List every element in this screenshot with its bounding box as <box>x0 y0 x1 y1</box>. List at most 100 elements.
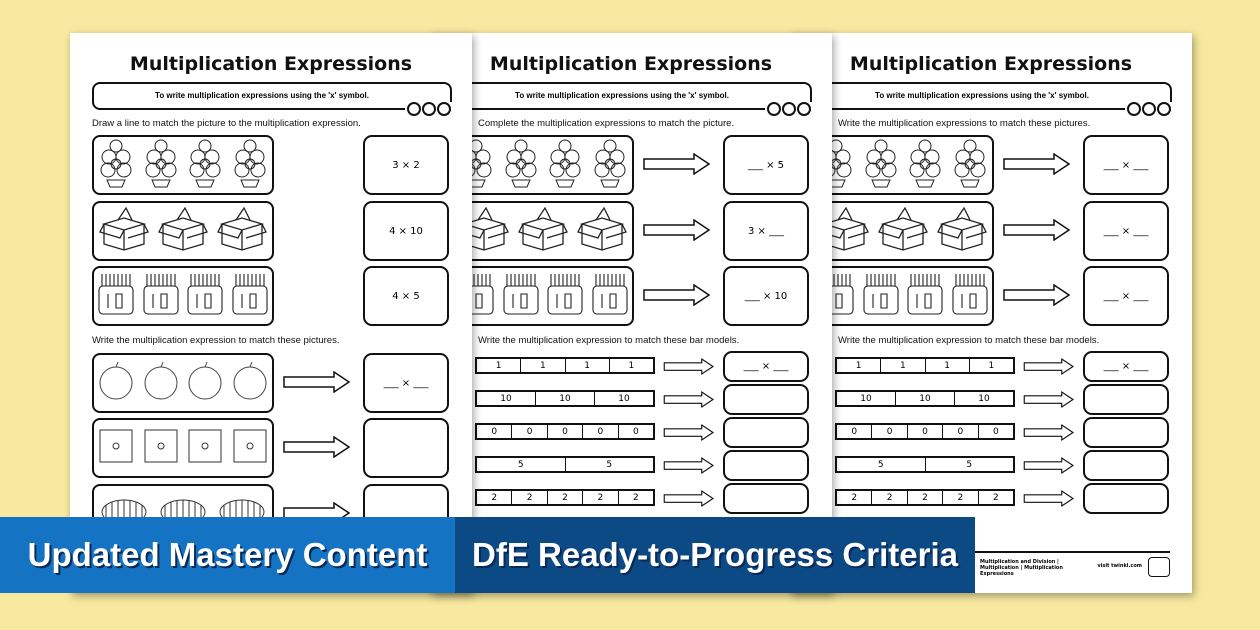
progress-circles-icon <box>405 102 453 116</box>
answer-box[interactable]: ___ × ___ <box>1083 266 1169 326</box>
arrow-icon <box>283 370 351 397</box>
flower-pot-icon <box>233 138 267 192</box>
picture-box <box>812 201 994 261</box>
progress-circles-icon <box>765 102 813 116</box>
answer-box[interactable]: ___ × ___ <box>1083 135 1169 195</box>
flower-pot-icon <box>864 138 898 192</box>
section-instruction: Write the multiplication expression to m… <box>92 335 340 346</box>
bar-cell: 1 <box>924 359 969 372</box>
answer-box[interactable] <box>363 418 449 478</box>
answer-box[interactable]: 4 × 5 <box>363 266 449 326</box>
arrow-icon <box>1023 489 1075 510</box>
bar-cell: 2 <box>491 493 498 503</box>
bar-cell: 10 <box>535 392 594 405</box>
answer-box[interactable]: 4 × 10 <box>363 201 449 261</box>
bar-cell: 0 <box>546 425 582 438</box>
picture-box <box>92 418 274 478</box>
answer-box[interactable] <box>1083 384 1169 415</box>
counter-square-icon <box>232 428 268 468</box>
answer-box[interactable]: ___ × ___ <box>723 351 809 382</box>
flower-pot-icon <box>548 138 582 192</box>
flower-pot-icon <box>593 138 627 192</box>
bar-cell: 2 <box>942 491 977 504</box>
answer-box[interactable]: 3 × ___ <box>723 201 809 261</box>
party-box-icon <box>576 206 628 256</box>
bar-cell: 10 <box>594 392 653 405</box>
banner-dfe-criteria: DfE Ready-to-Progress Criteria <box>455 517 975 593</box>
learning-objective-text: To write multiplication expressions usin… <box>515 91 729 100</box>
picture-box <box>92 266 274 326</box>
bar-cell: 1 <box>968 359 1013 372</box>
footer-site: visit twinkl.com <box>1097 563 1142 569</box>
answer-box[interactable]: ___ × 5 <box>723 135 809 195</box>
bar-cell: 10 <box>500 394 512 404</box>
answer-box[interactable]: ___ × ___ <box>1083 351 1169 382</box>
party-box-icon <box>936 206 988 256</box>
picture-box <box>92 353 274 413</box>
learning-objective: To write multiplication expressions usin… <box>92 82 453 116</box>
flower-pot-icon <box>953 138 987 192</box>
picture-box <box>812 135 994 195</box>
learning-objective: To write multiplication expressions usin… <box>452 82 813 116</box>
answer-box[interactable] <box>1083 483 1169 514</box>
bar-cell: 0 <box>906 425 942 438</box>
picture-box <box>452 135 634 195</box>
bar-cell: 2 <box>977 491 1013 504</box>
birthday-cake-icon <box>590 270 630 322</box>
counter-square-icon <box>98 428 134 468</box>
arrow-icon <box>1003 152 1071 179</box>
bar-cell: 5 <box>564 458 654 471</box>
answer-box[interactable] <box>723 483 809 514</box>
arrow-icon <box>1023 357 1075 378</box>
answer-box[interactable] <box>723 417 809 448</box>
arrow-icon <box>663 489 715 510</box>
bar-cell: 10 <box>954 392 1013 405</box>
bar-cell: 2 <box>617 491 653 504</box>
answer-box[interactable]: 3 × 2 <box>363 135 449 195</box>
bar-cell: 2 <box>546 491 582 504</box>
birthday-cake-icon <box>185 270 225 322</box>
picture-box <box>452 201 634 261</box>
answer-box[interactable] <box>1083 417 1169 448</box>
apple-icon <box>186 361 224 405</box>
arrow-icon <box>1003 283 1071 310</box>
section-instruction: Draw a line to match the picture to the … <box>92 118 361 129</box>
bar-cell: 0 <box>851 427 858 437</box>
bar-cell: 0 <box>871 425 906 438</box>
bar-cell: 10 <box>895 392 954 405</box>
arrow-icon <box>1023 456 1075 477</box>
party-box-icon <box>98 206 150 256</box>
arrow-icon <box>283 435 351 462</box>
bar-cell: 5 <box>517 460 524 470</box>
answer-box[interactable] <box>723 384 809 415</box>
birthday-cake-icon <box>905 270 945 322</box>
page-title: Multiplication Expressions <box>489 53 773 75</box>
arrow-icon <box>663 390 715 411</box>
birthday-cake-icon <box>861 270 901 322</box>
bar-cell: 5 <box>877 460 884 470</box>
bar-cell: 0 <box>942 425 977 438</box>
party-box-icon <box>216 206 268 256</box>
twinkl-logo-icon <box>1148 557 1170 577</box>
page-title: Multiplication Expressions <box>849 53 1133 75</box>
counter-square-icon <box>143 428 179 468</box>
banner-updated-mastery: Updated Mastery Content <box>0 517 455 593</box>
answer-box[interactable]: ___ × ___ <box>363 353 449 413</box>
flower-pot-icon <box>908 138 942 192</box>
answer-box[interactable] <box>723 450 809 481</box>
answer-box[interactable]: ___ × 10 <box>723 266 809 326</box>
section-instruction: Complete the multiplication expressions … <box>478 118 735 129</box>
progress-circles-icon <box>1125 102 1173 116</box>
birthday-cake-icon <box>501 270 541 322</box>
answer-box[interactable]: ___ × ___ <box>1083 201 1169 261</box>
bar-cell: 1 <box>608 359 653 372</box>
answer-box[interactable] <box>1083 450 1169 481</box>
bar-cell: 1 <box>855 361 862 371</box>
learning-objective-text: To write multiplication expressions usin… <box>155 91 369 100</box>
bar-cell: 1 <box>495 361 502 371</box>
